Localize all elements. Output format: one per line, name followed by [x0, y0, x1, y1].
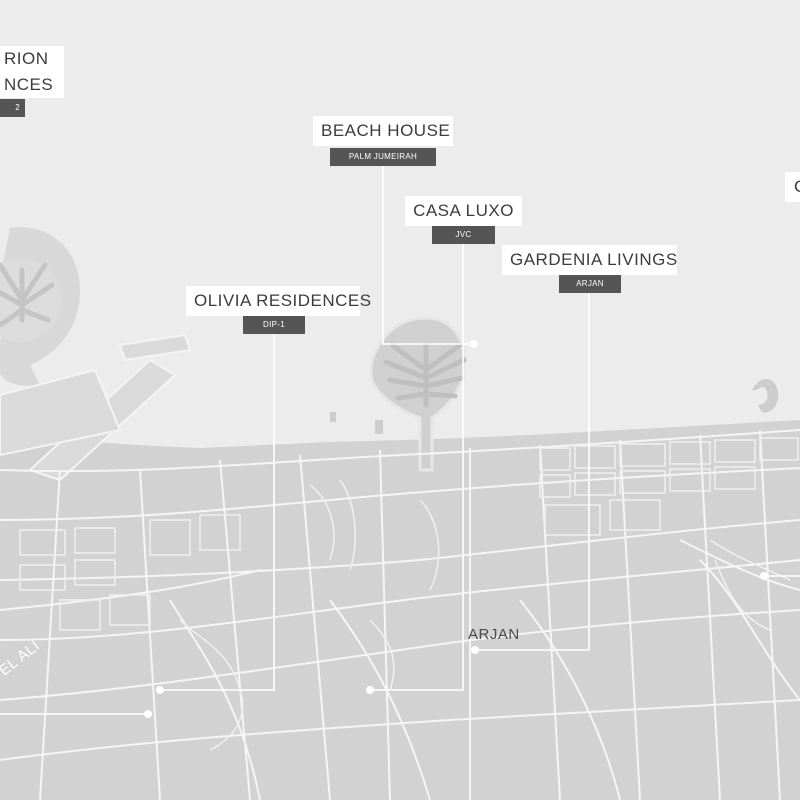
port-structures	[0, 333, 192, 482]
label-orion-line2: NCES	[4, 75, 54, 94]
road-network	[0, 429, 800, 800]
label-orion-name: RION NCES	[0, 46, 64, 98]
label-beach-house-name: BEACH HOUSE	[313, 116, 453, 146]
palm-jumeirah-island	[369, 316, 467, 472]
dot-casa-luxo[interactable]	[366, 686, 374, 694]
area-label-arjan: ARJAN	[468, 626, 520, 643]
location-dots[interactable]	[144, 340, 768, 718]
label-orion-tag: 2	[0, 99, 25, 117]
label-gardenia-name: GARDENIA LIVINGS	[502, 245, 677, 275]
district-blocks	[19, 437, 799, 751]
label-casa-luxo-tag: JVC	[432, 226, 495, 244]
islands-right	[330, 378, 779, 434]
dot-orion[interactable]	[144, 710, 152, 718]
west-palm-fronds	[0, 262, 55, 328]
dot-beach-house[interactable]	[470, 340, 478, 348]
dot-olivia[interactable]	[156, 686, 164, 694]
label-beach-house-tag: PALM JUMEIRAH	[330, 148, 436, 166]
dot-gardenia[interactable]	[471, 646, 479, 654]
label-olivia-tag: DIP-1	[243, 316, 305, 334]
label-gardenia-tag: ARJAN	[559, 275, 621, 293]
label-olivia-name: OLIVIA RESIDENCES	[186, 286, 371, 316]
label-orion-line1: RION	[4, 49, 49, 68]
land-mass	[0, 420, 800, 800]
dot-right-edge[interactable]	[760, 572, 768, 580]
label-right-edge-name: C	[785, 172, 800, 202]
leader-lines	[0, 166, 800, 715]
label-casa-luxo-name: CASA LUXO	[405, 196, 522, 226]
